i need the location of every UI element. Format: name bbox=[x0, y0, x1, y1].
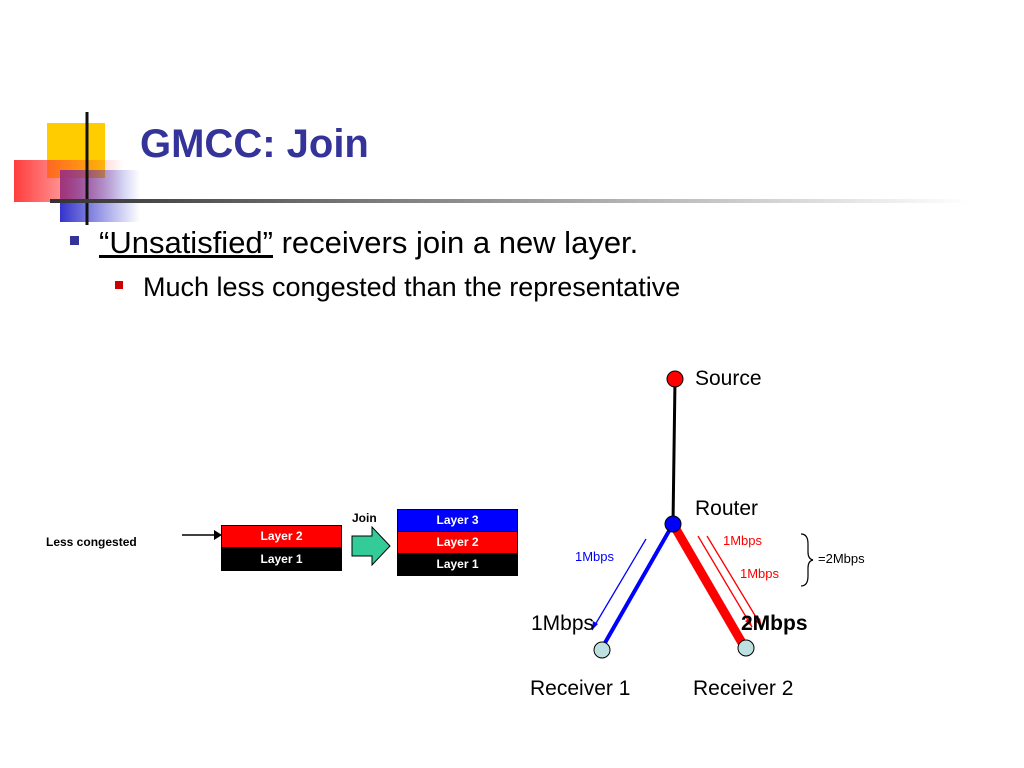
r2-flow-rate-a: 1Mbps bbox=[723, 533, 763, 548]
receiver1-rate: 1Mbps bbox=[531, 612, 595, 635]
source-label: Source bbox=[695, 367, 762, 390]
red-gradient-bar bbox=[14, 160, 124, 202]
bullet-1-text: receivers join a new layer. bbox=[273, 225, 639, 260]
pointer-arrow bbox=[182, 530, 222, 540]
stack-before-layer2: Layer 2 bbox=[221, 525, 342, 548]
source-node bbox=[666, 370, 684, 388]
sum-brace bbox=[800, 533, 814, 587]
r1-flow-rate: 1Mbps bbox=[575, 549, 615, 564]
router-node bbox=[664, 515, 682, 533]
horizontal-rule bbox=[50, 199, 970, 203]
sub-bullet-icon bbox=[115, 280, 123, 289]
join-arrow-icon bbox=[351, 526, 391, 567]
bullet-2-text: Much less congested than the representat… bbox=[143, 272, 681, 302]
router-receiver1-link bbox=[600, 523, 675, 649]
corner-decoration bbox=[14, 112, 970, 225]
less-congested-label: Less congested bbox=[46, 535, 137, 549]
unsatisfied-term: “Unsatisfied” bbox=[99, 225, 273, 260]
flow-arrow-r2-b bbox=[706, 535, 763, 628]
router-receiver2-link bbox=[669, 521, 749, 651]
slide-title: GMCC: Join bbox=[140, 122, 369, 166]
receiver1-label: Receiver 1 bbox=[530, 677, 631, 700]
source-router-link bbox=[671, 379, 677, 525]
flow-arrow-r1 bbox=[591, 538, 647, 631]
receiver2-label: Receiver 2 bbox=[693, 677, 794, 700]
bullet-2: Much less congested than the representat… bbox=[115, 272, 680, 303]
sum-rate: =2Mbps bbox=[818, 551, 865, 566]
join-label: Join bbox=[352, 511, 377, 525]
stack-after-layer1: Layer 1 bbox=[397, 553, 518, 576]
receiver1-node bbox=[593, 641, 611, 659]
bullet-1: “Unsatisfied” receivers join a new layer… bbox=[70, 225, 638, 261]
router-label: Router bbox=[695, 497, 759, 520]
receiver2-node bbox=[737, 639, 755, 657]
stack-before-layer1: Layer 1 bbox=[221, 548, 342, 571]
receiver2-rate: 2Mbps bbox=[741, 612, 808, 635]
bullet-icon bbox=[70, 236, 79, 246]
flow-arrow-r2-a bbox=[697, 535, 753, 628]
r2-flow-rate-b: 1Mbps bbox=[740, 566, 780, 581]
